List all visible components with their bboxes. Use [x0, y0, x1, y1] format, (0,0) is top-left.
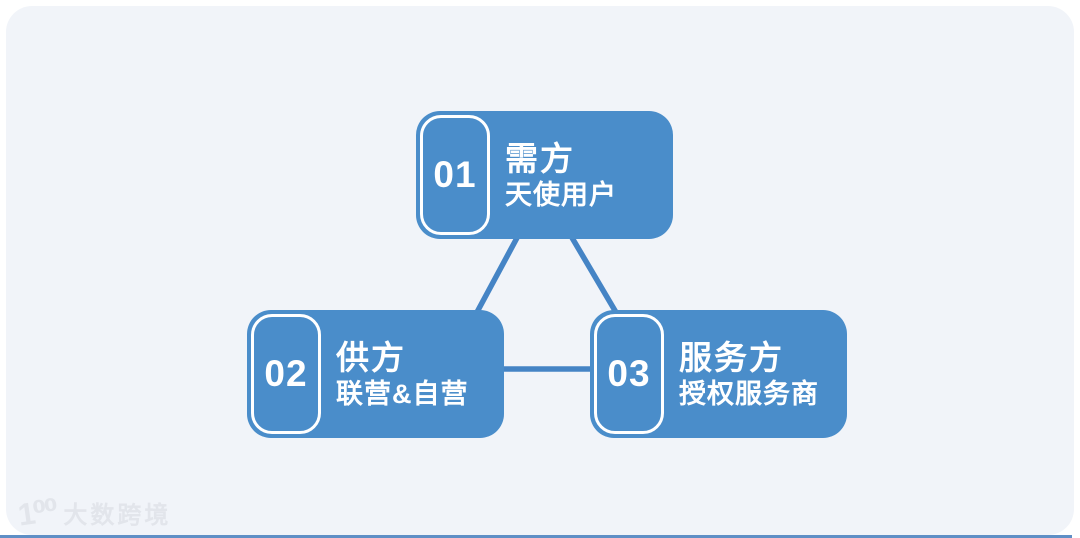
- node-title: 供方: [336, 338, 406, 376]
- node-text-block: 服务方 授权服务商: [679, 310, 839, 438]
- node-subtitle: 天使用户: [505, 179, 617, 210]
- connector-01-03: [568, 233, 620, 317]
- brand-name: 大数跨境: [63, 502, 172, 529]
- node-number: 03: [607, 353, 651, 394]
- node-number: 01: [433, 154, 477, 195]
- node-title: 服务方: [679, 338, 784, 376]
- node-supply-side: 02 供方 联营&自营: [247, 310, 504, 438]
- brand-watermark: 1⁰⁰ 大数跨境: [15, 492, 172, 533]
- connector-lines: [473, 233, 620, 372]
- node-text-block: 需方 天使用户: [505, 111, 665, 239]
- node-demand-side: 01 需方 天使用户: [416, 111, 673, 239]
- node-service-side: 03 服务方 授权服务商: [590, 310, 847, 438]
- diagram-card: 01 需方 天使用户 02 供方 联营&自营 03 服务方 授权服务商: [6, 6, 1074, 535]
- node-number-badge: 03: [594, 314, 664, 434]
- node-title: 需方: [505, 139, 575, 177]
- node-subtitle: 联营&自营: [336, 378, 469, 409]
- node-number-badge: 02: [251, 314, 321, 434]
- node-number: 02: [264, 353, 308, 394]
- connector-01-02: [473, 233, 521, 317]
- brand-logo-icon: 1⁰⁰: [15, 492, 59, 533]
- node-number-badge: 01: [420, 115, 490, 235]
- node-text-block: 供方 联营&自营: [336, 310, 496, 438]
- node-subtitle: 授权服务商: [679, 378, 819, 409]
- bottom-divider: [0, 535, 1072, 538]
